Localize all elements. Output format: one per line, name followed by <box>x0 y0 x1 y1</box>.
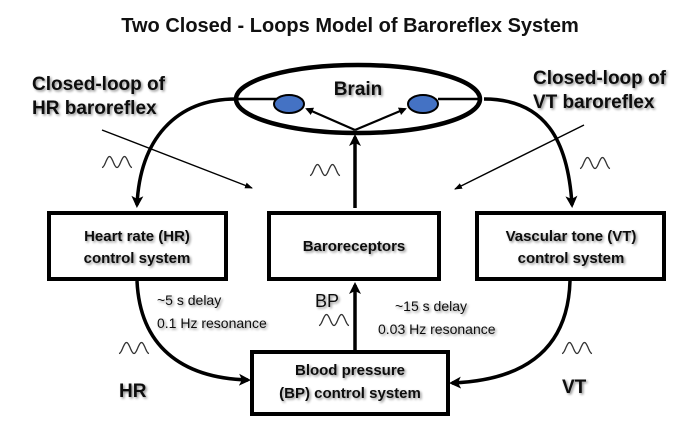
hr-signal-label: HR <box>119 381 147 402</box>
bp-signal-label: BP <box>315 291 339 311</box>
vt-loop-pointer-arrow <box>454 124 585 190</box>
vt-to-bp-arrow <box>449 280 572 389</box>
vt-loop-label: Closed-loop of VT baroreflex <box>533 68 667 113</box>
hr-delay-text: ~5 s delay <box>157 292 221 308</box>
hr-loop-pointer-arrow <box>101 129 253 189</box>
vt-signal-label: VT <box>562 377 587 398</box>
brain-inner-arrow-left <box>305 107 356 132</box>
hr-wave-icon <box>118 341 150 355</box>
bp-control-box: Blood pressure (BP) control system <box>250 350 450 416</box>
brain-to-hr-arrow <box>131 97 237 208</box>
vt-resonance-text: 0.03 Hz resonance <box>378 321 496 337</box>
hr-loop-wave-icon <box>101 155 133 169</box>
brain-input-wave-icon <box>309 163 341 177</box>
brain-left-node-icon <box>273 94 305 114</box>
hr-loop-label-line1: Closed-loop of <box>32 74 166 95</box>
bp-control-label-line1: Blood pressure <box>295 362 405 379</box>
vt-annotation: ~15 s delay 0.03 Hz resonance <box>378 298 496 337</box>
hr-control-box: Heart rate (HR) control system <box>47 211 228 281</box>
brain-to-vt-arrow <box>483 97 578 208</box>
hr-loop-label: Closed-loop of HR baroreflex <box>32 74 166 119</box>
bp-control-box-frame <box>250 350 450 416</box>
vt-control-box: Vascular tone (VT) control system <box>475 211 666 281</box>
vt-control-label-line1: Vascular tone (VT) <box>506 228 637 245</box>
brain-inner-arrow-right <box>354 107 407 132</box>
hr-control-label-line2: control system <box>84 250 191 267</box>
brain-right-node-icon <box>407 94 439 114</box>
brain-node: Brain <box>233 62 483 136</box>
hr-annotation: ~5 s delay 0.1 Hz resonance <box>157 292 267 331</box>
hr-to-bp-arrow <box>135 280 251 386</box>
baroreceptors-label: Baroreceptors <box>303 238 406 255</box>
hr-loop-label-line2: HR baroreflex <box>32 98 157 119</box>
hr-control-box-frame <box>47 211 228 281</box>
vt-loop-label-line2: VT baroreflex <box>533 92 655 113</box>
vt-control-label-line2: control system <box>518 250 625 267</box>
vt-control-box-frame <box>475 211 666 281</box>
vt-delay-text: ~15 s delay <box>395 298 467 314</box>
bp-control-label-line2: (BP) control system <box>279 385 421 402</box>
hr-resonance-text: 0.1 Hz resonance <box>157 315 267 331</box>
vt-wave-icon <box>561 341 593 355</box>
hr-control-label-line1: Heart rate (HR) <box>84 228 190 245</box>
vt-loop-label-line1: Closed-loop of <box>533 68 667 89</box>
diagram-title: Two Closed - Loops Model of Baroreflex S… <box>121 15 578 37</box>
baroreceptors-box-frame <box>267 211 441 281</box>
bp-wave-icon <box>318 313 350 327</box>
vt-loop-wave-icon <box>579 156 611 170</box>
brain-label: Brain <box>334 79 383 100</box>
baroreceptors-box: Baroreceptors <box>267 211 441 281</box>
